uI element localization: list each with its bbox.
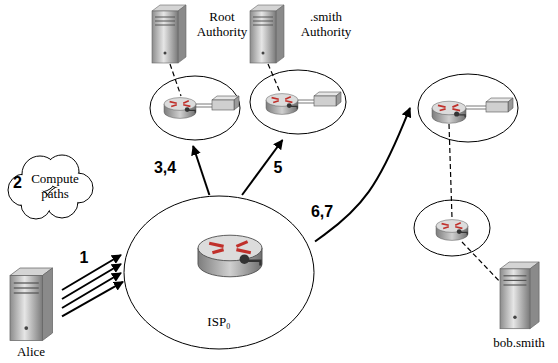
device-link — [466, 106, 486, 109]
device-box — [212, 96, 239, 110]
isp-outline — [124, 196, 314, 349]
node-label: ISP₀ — [189, 315, 249, 330]
authority-group: Root Authority — [140, 2, 258, 146]
cloud-shape: 2Compute paths — [2, 150, 94, 222]
callout-number: 3,4 — [152, 159, 178, 177]
callout-number: 5 — [272, 159, 285, 177]
host-node: Alice — [2, 262, 62, 361]
bob-region — [418, 74, 518, 142]
request-line — [62, 273, 121, 308]
message-arrow — [193, 146, 209, 195]
server-icon — [500, 262, 539, 329]
message-arrow — [62, 282, 123, 317]
callout-number: 1 — [78, 249, 91, 267]
device-link — [298, 100, 314, 103]
request-line — [62, 264, 121, 299]
router-icon — [436, 220, 468, 241]
node-label: bob.smith — [485, 336, 553, 351]
node-label: Root Authority — [187, 10, 257, 40]
node-label: .smith Authority — [290, 10, 362, 40]
router-icon — [432, 101, 466, 123]
node-label: Alice — [2, 345, 60, 360]
node-label: Compute paths — [26, 172, 84, 202]
server-icon — [250, 5, 284, 63]
device-box — [314, 92, 341, 106]
request-line — [62, 255, 121, 290]
device-link — [196, 104, 212, 107]
authority-group: .smith Authority — [245, 2, 370, 140]
router-icon — [164, 98, 196, 119]
dashed-link — [462, 242, 504, 286]
message-arrow — [315, 108, 410, 241]
router-icon — [266, 94, 298, 115]
device-box — [486, 98, 513, 112]
host-group: bob.smith — [410, 68, 555, 360]
root-region — [150, 76, 240, 140]
dashed-link — [268, 64, 280, 92]
smith-region — [250, 70, 346, 134]
dashed-link — [449, 124, 452, 218]
isp-ellipse: ISP₀ — [123, 195, 315, 350]
callout-number: 2 — [11, 174, 24, 192]
dashed-link — [170, 64, 181, 96]
router-icon — [198, 235, 262, 277]
server-icon — [152, 5, 186, 63]
server-icon — [10, 268, 53, 341]
callout-number: 6,7 — [309, 203, 335, 221]
